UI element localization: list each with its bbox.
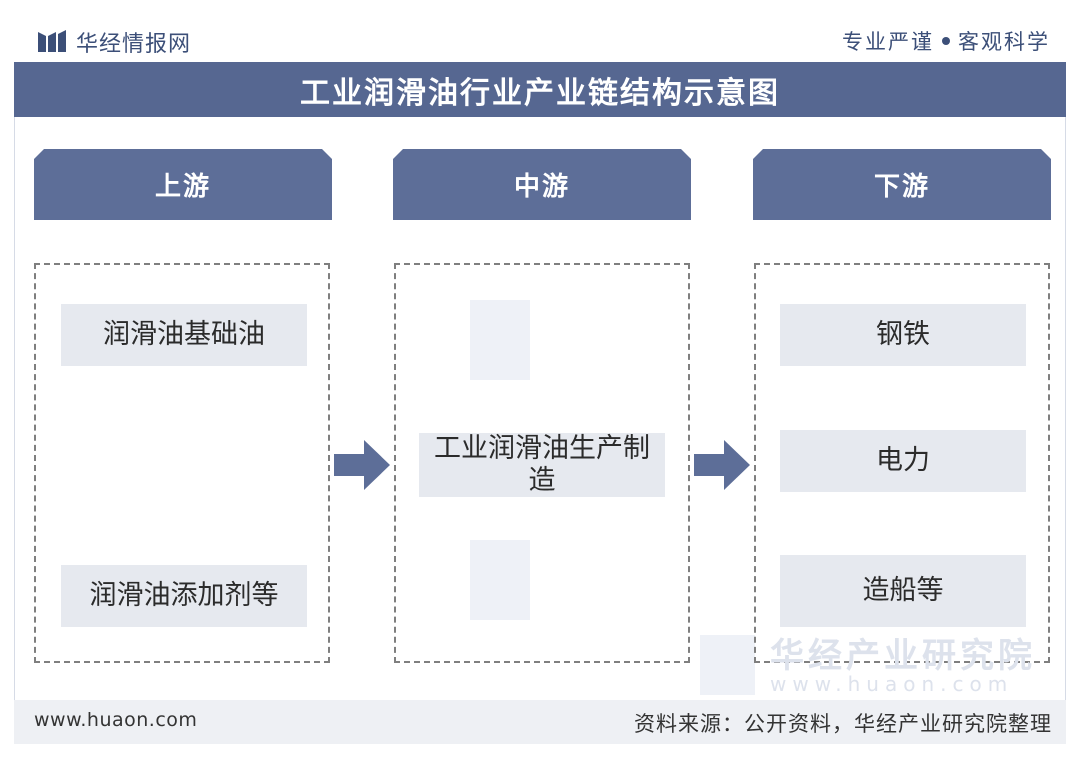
downstream-item-steel: 钢铁 <box>780 304 1026 366</box>
stage-label-downstream: 下游 <box>873 172 930 202</box>
stage-label-upstream: 上游 <box>154 172 211 202</box>
stage-header-upstream: 上游 <box>34 149 332 220</box>
header: 华经情报网 专业严谨 客观科学 <box>14 14 1066 62</box>
slogan-left: 专业严谨 <box>842 30 934 54</box>
footer-source: 资料来源：公开资料，华经产业研究院整理 <box>634 712 1052 736</box>
stage-header-downstream: 下游 <box>753 149 1051 220</box>
logo: 华经情报网 <box>38 26 191 58</box>
footer-url: www.huaon.com <box>34 709 198 731</box>
midstream-box <box>394 263 690 663</box>
stage-header-midstream: 中游 <box>393 149 691 220</box>
watermark-block <box>470 540 530 620</box>
watermark-name: 华经产业研究院 <box>770 636 1036 676</box>
footer: www.huaon.com 资料来源：公开资料，华经产业研究院整理 <box>14 700 1066 744</box>
downstream-item-power: 电力 <box>780 430 1026 492</box>
arrow-right-icon <box>334 440 390 490</box>
watermark-block <box>700 635 755 695</box>
logo-icon <box>38 30 66 52</box>
slogan-dot <box>942 37 950 45</box>
downstream-item-shipbuilding: 造船等 <box>780 555 1026 627</box>
logo-text: 华经情报网 <box>76 32 192 57</box>
page-title: 工业润滑油行业产业链结构示意图 <box>300 75 780 111</box>
downstream-box <box>754 263 1050 663</box>
stage-label-midstream: 中游 <box>513 172 570 202</box>
midstream-item-manufacturing: 工业润滑油生产制造 <box>419 433 665 497</box>
upstream-box <box>34 263 330 663</box>
watermark-url: www.huaon.com <box>770 672 1014 696</box>
title-bar: 工业润滑油行业产业链结构示意图 <box>14 62 1066 117</box>
watermark-block <box>470 300 530 380</box>
upstream-item-base-oil: 润滑油基础油 <box>61 304 307 366</box>
arrow-right-icon <box>694 440 750 490</box>
upstream-item-additives: 润滑油添加剂等 <box>61 565 307 627</box>
slogan: 专业严谨 客观科学 <box>842 26 1050 56</box>
slogan-right: 客观科学 <box>958 30 1050 54</box>
